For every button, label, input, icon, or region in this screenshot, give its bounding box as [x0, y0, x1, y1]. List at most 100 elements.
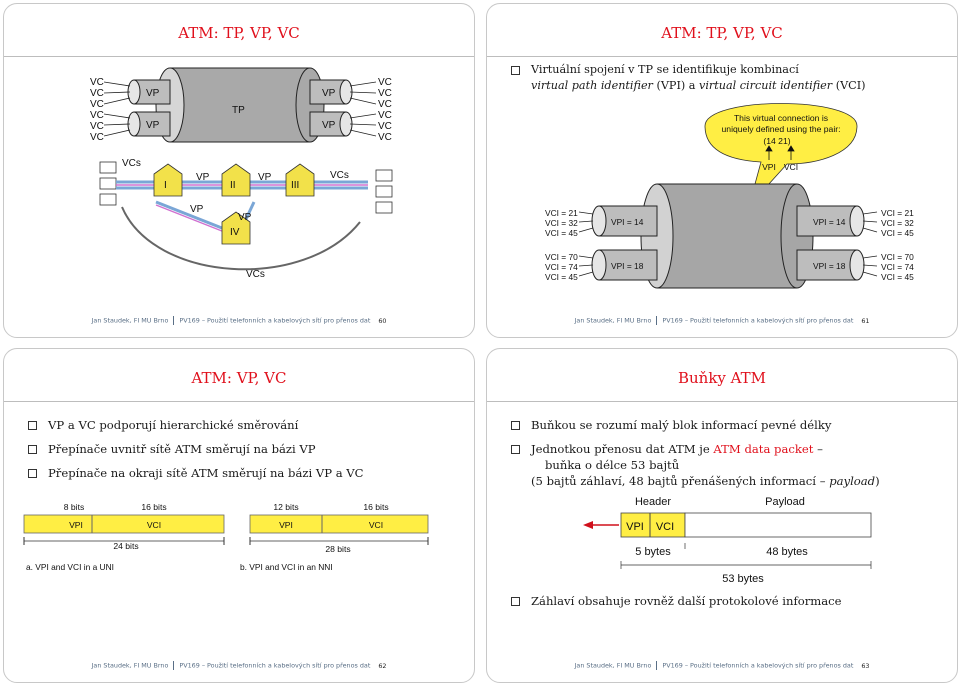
bullet-item: Virtuální spojení v TP se identifikuje k…	[511, 62, 947, 94]
tp-vp-vc-diagram: VC VC VC VC VC VC VC VC VC VC VC VC VP V…	[90, 67, 393, 280]
bullet-list-2: Záhlaví obsahuje rovněž další protokolov…	[511, 593, 947, 617]
page-number: 61	[861, 316, 870, 325]
tp-cylinder	[640, 183, 814, 289]
slide-61: ATM: TP, VP, VC Virtuální spojení v TP s…	[486, 3, 958, 338]
atm-switches	[153, 163, 315, 245]
uni-vci: VCI	[147, 520, 161, 530]
page-number: 62	[378, 661, 387, 670]
vcs-label: VCs	[330, 170, 349, 181]
vc-label: VC	[378, 132, 392, 143]
bullet-list: Virtuální spojení v TP se identifikuje k…	[511, 62, 947, 102]
switch-label-i: I	[164, 180, 167, 191]
nni-bits2: 16 bits	[363, 502, 388, 512]
slide-title: ATM: TP, VP, VC	[661, 24, 783, 42]
bullet-item: Buňkou se rozumí malý blok informací pev…	[511, 417, 947, 433]
vc-label: VC	[378, 121, 392, 132]
uni-total: 24 bits	[113, 541, 138, 551]
switch-label-ii: II	[230, 180, 236, 191]
footer-author: Jan Staudek, FI MU Brno	[574, 661, 652, 670]
payload-size: 48 bytes	[766, 546, 808, 558]
endpoint-devices	[99, 161, 393, 214]
bubble-text: This virtual connection is	[734, 113, 828, 123]
vp-label: VP	[322, 88, 336, 99]
vp-label: VP	[146, 120, 160, 131]
switch-label-iii: III	[291, 180, 299, 191]
vp-cylinders	[591, 205, 865, 281]
nni-total: 28 bits	[325, 544, 350, 554]
cell-vpi: VPI	[626, 521, 644, 533]
slide-footer: Jan Staudek, FI MU Brno PV169 – Použití t…	[487, 661, 957, 670]
footer-author: Jan Staudek, FI MU Brno	[91, 661, 169, 670]
bullet-item: Přepínače na okraji sítě ATM směrují na …	[28, 465, 464, 481]
uni-vpi: VPI	[69, 520, 83, 530]
footer-course: PV169 – Použití telefonních a kabelových…	[662, 316, 854, 325]
vci-label: VCI = 21	[545, 208, 578, 218]
slide-footer: Jan Staudek, FI MU Brno PV169 – Použití t…	[4, 316, 474, 325]
vci-label: VCI = 70	[545, 252, 578, 262]
slide-63: Buňky ATM Buňkou se rozumí malý blok inf…	[486, 348, 958, 683]
vpi-label: VPI = 18	[611, 261, 644, 271]
bubble-vci: VCI	[784, 162, 798, 172]
uni-caption: a. VPI and VCI in a UNI	[26, 562, 114, 572]
vci-label: VCI = 74	[881, 262, 914, 272]
bubble-pair: (14 21)	[763, 136, 790, 146]
bullet-list: Buňkou se rozumí malý blok informací pev…	[511, 417, 947, 497]
title-rule	[4, 56, 474, 57]
vci-label: VCI = 32	[545, 218, 578, 228]
footer-author: Jan Staudek, FI MU Brno	[91, 316, 169, 325]
payload-label: Payload	[765, 496, 805, 508]
vp-label: VP	[238, 212, 252, 223]
nni-format: 12 bits 16 bits VPI VCI 28 bits b. VPI a…	[240, 502, 429, 572]
vc-label: VC	[90, 110, 104, 121]
uni-bits2: 16 bits	[141, 502, 166, 512]
size-brackets	[620, 543, 872, 569]
slide-title: Buňky ATM	[677, 369, 767, 387]
bullet-item: Jednotkou přenosu dat ATM je ATM data pa…	[511, 441, 947, 489]
vcs-label: VCs	[246, 269, 265, 280]
vc-label: VC	[378, 110, 392, 121]
title-rule	[487, 56, 957, 57]
vp-label: VP	[146, 88, 160, 99]
cell-vci: VCI	[656, 521, 674, 533]
bullet-list: VP a VC podporují hierarchické směrování…	[28, 417, 464, 489]
vp-cylinders-left	[127, 79, 171, 137]
vc-label: VC	[90, 99, 104, 110]
vcs-label: VCs	[122, 158, 141, 169]
vci-label: VCI = 45	[545, 272, 578, 282]
slide-62: ATM: VP, VC VP a VC podporují hierarchic…	[3, 348, 475, 683]
direction-arrow	[583, 521, 619, 529]
vci-label: VCI = 45	[545, 228, 578, 238]
vci-label: VCI = 70	[881, 252, 914, 262]
bubble-text: uniquely defined using the pair:	[722, 124, 841, 134]
vp-label: VP	[196, 172, 210, 183]
vci-label: VCI = 45	[881, 228, 914, 238]
header-size: 5 bytes	[635, 546, 671, 558]
title-rule	[4, 401, 474, 402]
vc-label: VC	[90, 77, 104, 88]
vc-label: VC	[90, 132, 104, 143]
vp-label: VP	[258, 172, 272, 183]
footer-course: PV169 – Použití telefonních a kabelových…	[662, 661, 854, 670]
bullet-item: Záhlaví obsahuje rovněž další protokolov…	[511, 593, 947, 609]
footer-course: PV169 – Použití telefonních a kabelových…	[179, 316, 371, 325]
vp-label: VP	[190, 204, 204, 215]
footer-course: PV169 – Použití telefonních a kabelových…	[179, 661, 371, 670]
vc-lines	[578, 211, 878, 277]
header-label: Header	[635, 496, 671, 508]
speech-bubble	[704, 103, 858, 207]
title-rule	[487, 401, 957, 402]
vci-label: VCI = 32	[881, 218, 914, 228]
vpi-vci-diagram: This virtual connection is uniquely defi…	[545, 103, 914, 289]
slide-title: ATM: TP, VP, VC	[178, 24, 300, 42]
network-cloud-outline	[121, 206, 361, 271]
cell-header	[620, 512, 686, 538]
bullet-item: VP a VC podporují hierarchické směrování	[28, 417, 464, 433]
nni-vci: VCI	[369, 520, 383, 530]
bubble-arrows	[765, 145, 795, 160]
vc-label: VC	[378, 99, 392, 110]
uni-format: 8 bits 16 bits VPI VCI 24 bits a. VPI an…	[23, 502, 225, 572]
vpi-label: VPI = 18	[813, 261, 846, 271]
uni-bits1: 8 bits	[64, 502, 85, 512]
cell-size: 53 bytes	[722, 573, 764, 585]
